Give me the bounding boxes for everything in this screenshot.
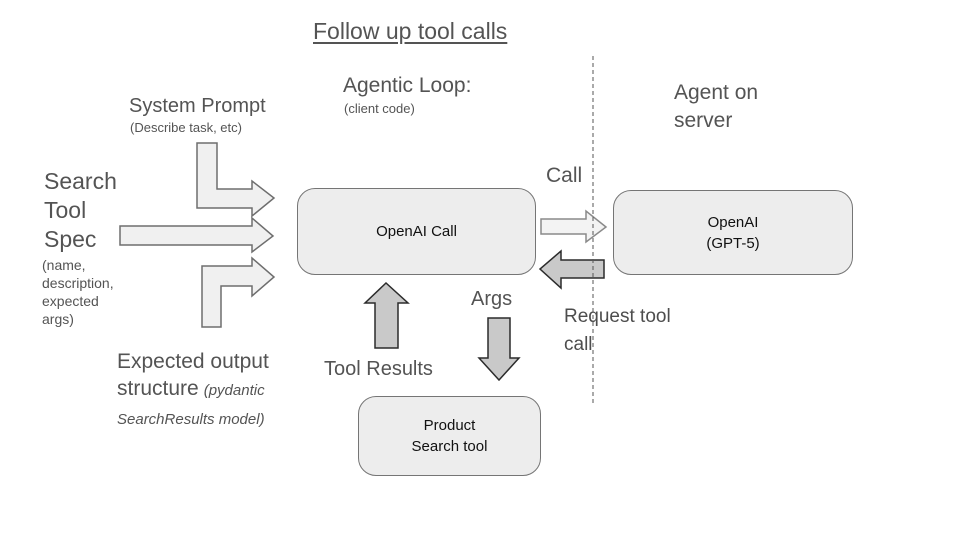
node-product-search-tool: Product Search tool — [358, 396, 541, 476]
edge-label-tool-results: Tool Results — [324, 358, 433, 380]
edge-label-args: Args — [471, 288, 513, 310]
diagram-title: Follow up tool calls — [313, 18, 508, 44]
system-prompt-arrow — [196, 142, 276, 218]
expected-output-text: Expected output structure — [117, 350, 269, 400]
expected-output-italic-text: (pydantic SearchResults model) — [117, 382, 265, 428]
call-arrow — [540, 209, 608, 244]
node-product-search-tool-label: Product Search tool — [411, 417, 488, 455]
search-tool-spec-label: Search Tool Spec — [44, 168, 117, 252]
tool-results-arrow — [363, 281, 410, 349]
search-tool-spec-subtext: (name, description, expected args) — [42, 257, 114, 327]
node-openai-gpt5: OpenAI (GPT-5) — [613, 190, 853, 275]
agent-on-server-heading: Agent on server — [674, 81, 759, 132]
expected-output-label: Expected output structure(pydantic Searc… — [117, 348, 305, 433]
agentic-loop-heading: Agentic Loop: — [343, 74, 472, 97]
node-openai-call: OpenAI Call — [297, 188, 536, 275]
expected-output-arrow — [201, 256, 276, 328]
node-openai-gpt5-label: OpenAI (GPT-5) — [706, 213, 760, 252]
args-arrow — [477, 317, 521, 382]
agentic-loop-subheading: (client code) — [344, 101, 415, 116]
system-prompt-label: System Prompt — [129, 95, 266, 117]
edge-label-call: Call — [546, 164, 583, 187]
system-prompt-subtext: (Describe task, etc) — [130, 120, 242, 135]
node-openai-call-label: OpenAI Call — [376, 223, 457, 240]
edge-label-request-tool-call: Request tool call — [564, 306, 671, 355]
request-tool-call-arrow — [538, 249, 605, 290]
search-tool-spec-arrow — [119, 216, 275, 254]
